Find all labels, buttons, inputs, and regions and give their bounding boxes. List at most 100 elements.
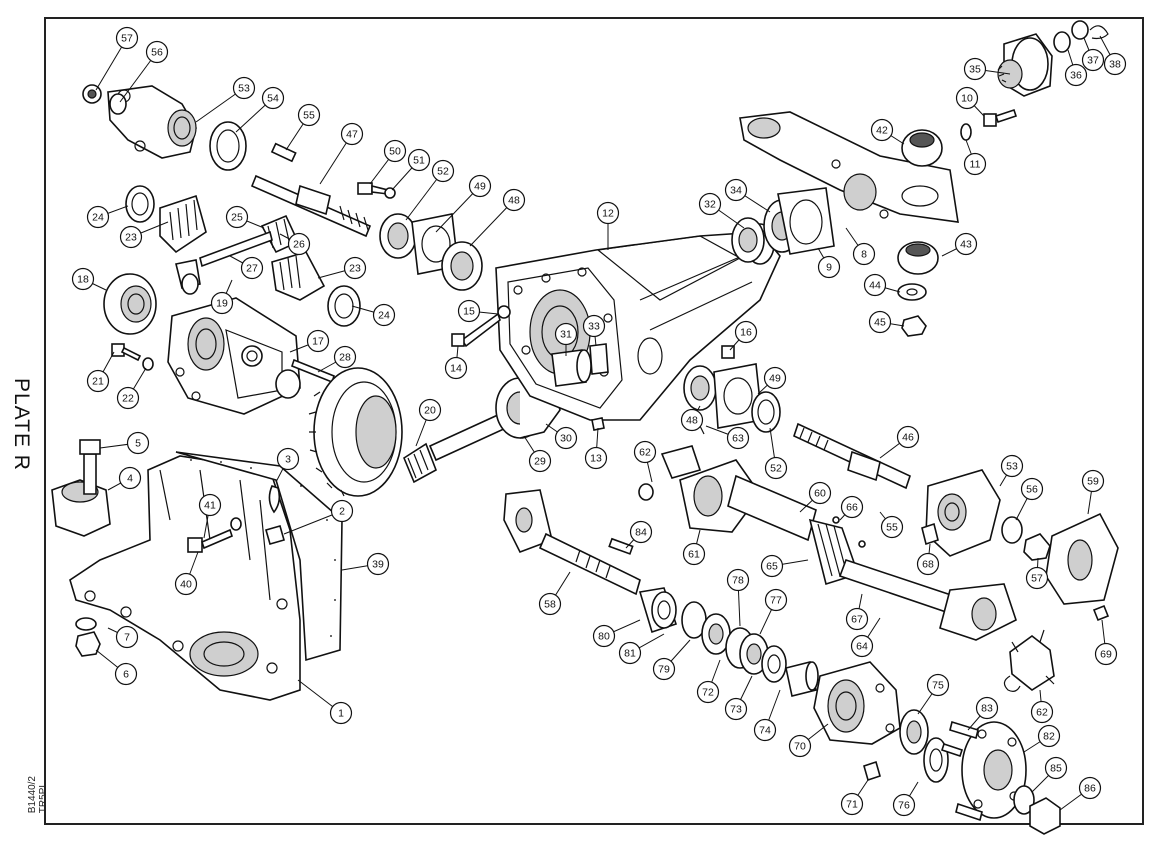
- callout-circle: [596, 201, 620, 225]
- callout-circle: [502, 188, 526, 212]
- callout-circle: [554, 426, 578, 450]
- callout-28: 28: [317, 345, 357, 373]
- callout-circle: [633, 440, 657, 464]
- callout-62: 62: [633, 440, 657, 483]
- callout-circle: [86, 205, 110, 229]
- callout-circle: [870, 118, 894, 142]
- callout-number: 47: [346, 129, 358, 141]
- callout-circle: [975, 696, 999, 720]
- callout-25: 25: [225, 205, 265, 229]
- callout-circle: [726, 426, 750, 450]
- callout-42: 42: [870, 118, 905, 145]
- callout-number: 66: [846, 502, 858, 514]
- callout-circle: [926, 673, 950, 697]
- callout-circle: [963, 152, 987, 176]
- callout-circle: [760, 554, 784, 578]
- differential-case-17: [167, 297, 301, 415]
- callout-circle: [1081, 48, 1105, 72]
- callout-77: 77: [759, 588, 788, 635]
- callout-number: 64: [856, 641, 868, 653]
- callout-number: 13: [590, 453, 602, 465]
- callout-80: 80: [592, 619, 641, 648]
- callout-circle: [276, 447, 300, 471]
- callout-number: 19: [216, 298, 228, 310]
- callout-number: 23: [349, 263, 361, 275]
- callout-circle: [1103, 52, 1127, 76]
- universal-joint-62: [1003, 629, 1055, 692]
- callout-57: 57: [1025, 557, 1049, 590]
- callout-75: 75: [917, 673, 950, 715]
- callout-number: 84: [635, 527, 647, 539]
- callout-circle: [240, 256, 264, 280]
- pinion-shaft-20: [403, 412, 508, 484]
- callout-number: 49: [474, 181, 486, 193]
- callout-83: 83: [967, 696, 999, 731]
- callout-circle: [788, 734, 812, 758]
- callout-number: 1: [338, 708, 344, 720]
- callout-circle: [225, 205, 249, 229]
- mounting-pad-4-5: [51, 439, 111, 537]
- callout-2: 2: [283, 499, 354, 535]
- callout-number: 32: [704, 199, 716, 211]
- callout-circle: [174, 572, 198, 596]
- callout-circle: [372, 303, 396, 327]
- callout-circle: [1030, 700, 1054, 724]
- callout-3: 3: [275, 447, 300, 483]
- hub-bearings-72-81: [638, 587, 819, 697]
- callout-53: 53: [999, 454, 1024, 487]
- callout-number: 60: [814, 488, 826, 500]
- callout-number: 21: [92, 376, 104, 388]
- callout-number: 55: [886, 522, 898, 534]
- callout-49: 49: [435, 174, 492, 233]
- callout-circle: [1000, 454, 1024, 478]
- callout-circle: [383, 139, 407, 163]
- callout-8: 8: [845, 227, 876, 266]
- callout-circle: [696, 680, 720, 704]
- callout-40: 40: [174, 551, 199, 596]
- yoke-shaft-58: [503, 489, 641, 596]
- callout-66: 66: [839, 495, 864, 521]
- callout-52: 52: [764, 427, 788, 480]
- drain-plug-6-7: [75, 617, 101, 657]
- callout-46: 46: [879, 425, 920, 459]
- callout-15: 15: [457, 299, 499, 323]
- callout-circle: [680, 408, 704, 432]
- callout-number: 55: [303, 110, 315, 122]
- callout-circle: [1094, 642, 1118, 666]
- callout-circle: [287, 232, 311, 256]
- callout-circle: [880, 515, 904, 539]
- axle-shaft-47: [250, 142, 372, 238]
- callout-74: 74: [753, 689, 781, 742]
- plate-frame: [44, 17, 1144, 825]
- callout-number: 86: [1084, 783, 1096, 795]
- callout-number: 85: [1050, 763, 1062, 775]
- callout-number: 29: [534, 456, 546, 468]
- callout-circle: [538, 592, 562, 616]
- callout-number: 63: [732, 433, 744, 445]
- callout-number: 41: [204, 500, 216, 512]
- callout-number: 36: [1070, 70, 1082, 82]
- bearing-18: [103, 273, 157, 335]
- callout-circle: [1064, 63, 1088, 87]
- callout-number: 15: [463, 306, 475, 318]
- callout-13: 13: [584, 427, 608, 470]
- callout-circle: [115, 26, 139, 50]
- callout-number: 73: [730, 704, 742, 716]
- callout-number: 69: [1100, 649, 1112, 661]
- callout-number: 62: [639, 447, 651, 459]
- callout-55: 55: [285, 103, 321, 151]
- callout-circle: [210, 291, 234, 315]
- callout-circle: [682, 542, 706, 566]
- callout-number: 35: [969, 64, 981, 76]
- callout-circle: [232, 76, 256, 100]
- rear-bearings-48-49-52-63: [683, 345, 781, 435]
- callout-19: 19: [210, 279, 234, 315]
- callout-number: 25: [231, 212, 243, 224]
- callout-number: 10: [961, 93, 973, 105]
- callout-32: 32: [698, 192, 745, 229]
- callout-number: 31: [560, 329, 572, 341]
- callout-number: 12: [602, 208, 614, 220]
- differential-gears-23-24: [125, 185, 361, 327]
- callout-circle: [753, 718, 777, 742]
- callout-number: 28: [339, 352, 351, 364]
